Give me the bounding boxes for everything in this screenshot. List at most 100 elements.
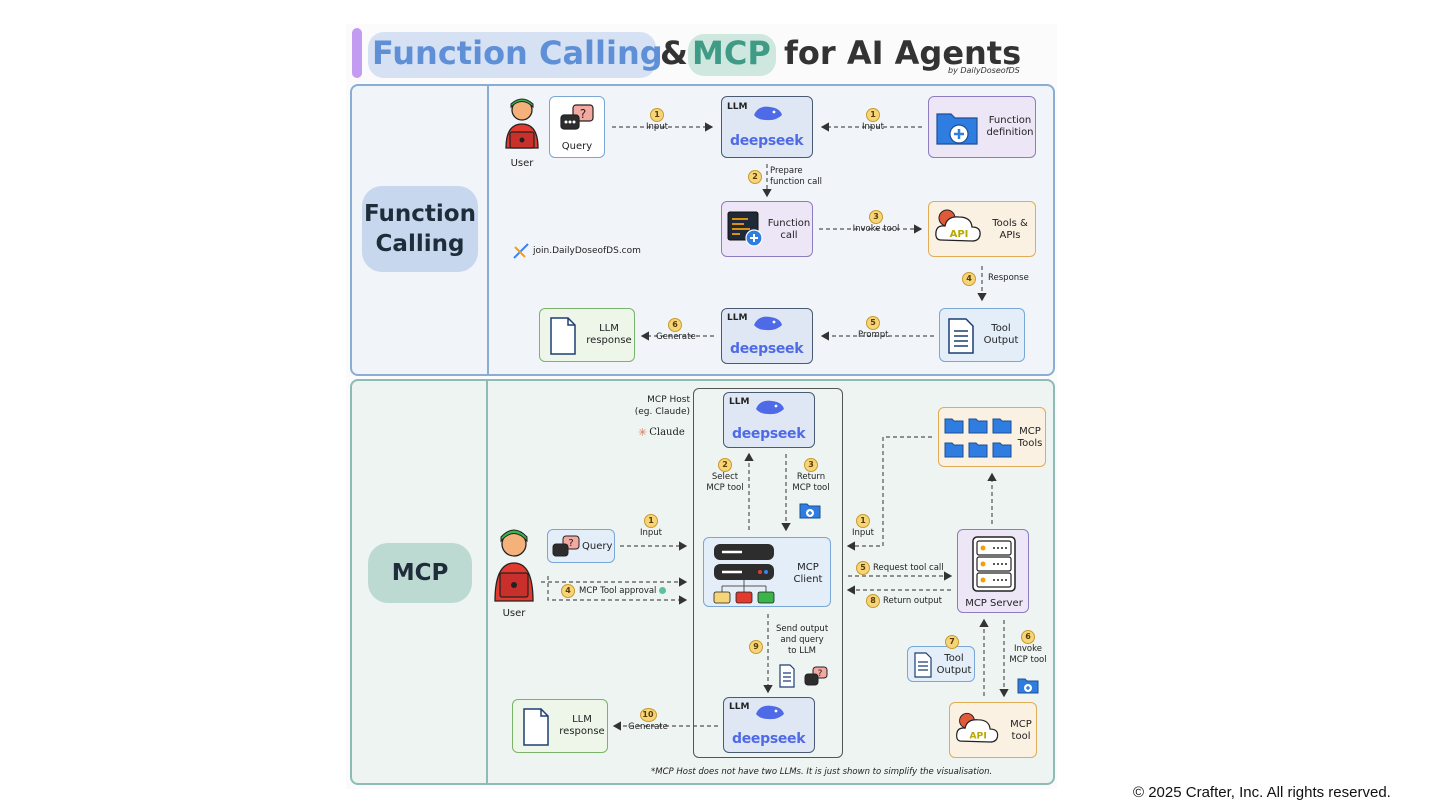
title-accent-bar [352,28,362,78]
ruler-pencil-icon [513,243,529,259]
mcp-client-box: MCP Client [703,537,831,607]
fc-user-label: User [510,158,534,169]
document-icon [914,652,932,678]
fc-watermark: join.DailyDoseofDS.com [512,242,641,260]
mcp-step3-label-1: Return [796,472,826,482]
fc-tool-output-box: Tool Output [939,308,1025,362]
document-icon [948,318,974,354]
title-highlight-2 [688,34,776,76]
fc-function-call-label: Function call [767,218,811,241]
mcp-llm-response-label: LLM response [559,714,605,737]
chat-question-icon: ? [552,535,580,557]
mcp-step5: 5 Request tool call [856,561,944,575]
title-ampersand: & [660,34,688,72]
fc-llm-bottom-tag: LLM [727,313,748,323]
mcp-llm-box-top: LLM deepseek [723,392,815,448]
mcp-step5-badge: 5 [856,561,870,575]
mcp-divider [486,381,488,783]
mcp-server-label: MCP Server [965,598,1023,609]
infographic: Function Calling & MCP for AI Agents by … [346,24,1057,789]
fc-step2-badge: 2 [748,170,762,184]
fc-step5-label: Prompt [858,330,889,340]
mcp-host-label-2: (eg. Claude) [634,407,690,417]
server-stack-icon [713,544,775,604]
fc-step1a-label: Input [645,122,668,132]
mcp-step3: 3 Return MCP tool [789,458,833,494]
mcp-step9: 9 [749,634,763,654]
mcp-llm-bottom-tag: LLM [729,702,750,712]
fc-query-label: Query [561,141,593,152]
fc-llm-bottom-brand: deepseek [730,341,804,357]
mcp-step10-badge: 10 [639,708,657,722]
fc-llm-response-label: LLM response [586,323,632,346]
server-rack-icon [972,536,1016,592]
mcp-tools-box: MCP Tools [938,407,1046,467]
mcp-user-label: User [502,608,526,619]
mcp-step1b-badge: 1 [856,514,870,528]
claude-brand: Claude [649,427,685,438]
title-highlight-1 [368,32,656,78]
mcp-step10-label: Generate [628,722,668,732]
fc-llm-top-tag: LLM [727,102,748,112]
mcp-tool-box: API MCP tool [949,702,1037,758]
mcp-step10: 10 Generate [628,708,668,733]
chat-question-icon: ? [560,104,594,130]
fc-step5: 5 Prompt [858,316,889,341]
byline: by DailyDoseofDS [948,66,1020,75]
fc-llm-top-brand: deepseek [730,133,804,149]
claude-logo: ✳ Claude [638,426,685,439]
mcp-step2: 2 Select MCP tool [702,458,748,494]
mcp-arrows [541,436,1009,731]
title-mcp: MCP [692,34,771,72]
fc-llm-box-top: LLM deepseek [721,96,813,158]
fc-step6-label: Generate [656,332,696,342]
mcp-llm-top-tag: LLM [729,397,750,407]
mcp-step9-text: Send output and query to LLM [776,624,828,657]
mcp-query-label: Query [582,541,613,552]
whale-icon [756,400,784,415]
fc-section-label-line2: Calling [375,231,465,257]
mcp-step9-badge: 9 [749,640,763,654]
copyright-notice: © 2025 Crafter, Inc. All rights reserved… [1133,784,1391,801]
mcp-step4-badge: 4 [561,584,575,598]
svg-text:?: ? [568,538,573,549]
mcp-host-label: MCP Host (eg. Claude) [626,394,690,418]
svg-text:API: API [950,229,969,240]
fc-step3: 3 Invoke tool [846,210,906,235]
mcp-step1a-badge: 1 [644,514,658,528]
fc-step1b: 1 Input [858,108,888,133]
title-rest: for AI Agents [784,34,1022,72]
fc-llm-box-bottom: LLM deepseek [721,308,813,364]
mcp-section-label: MCP [368,543,472,603]
mcp-step4-label: MCP Tool approval [579,585,657,596]
mcp-client-label: MCP Client [793,562,823,585]
folder-plus-icon [799,503,821,519]
chat-question-icon: ? [804,666,828,686]
fc-watermark-text: join.DailyDoseofDS.com [533,245,641,256]
fc-llm-response-box: LLM response [539,308,635,362]
whale-icon [756,705,784,720]
mcp-step1a: 1 Input [636,514,666,539]
approval-dot [659,587,666,594]
mcp-tool-label: MCP tool [1010,719,1032,742]
mcp-host-frame [693,388,843,758]
document-icon [779,664,795,688]
mcp-step2-label-2: MCP tool [706,483,744,493]
mcp-tools-label: MCP Tools [1017,426,1043,449]
fc-tools-apis-label: Tools & APIs [992,218,1028,241]
fc-step1a: 1 Input [642,108,672,133]
api-cloud-icon: API [956,712,999,743]
fc-step3-label: Invoke tool [852,224,900,234]
mcp-llm-bottom-brand: deepseek [732,731,806,747]
mcp-step6-label-1: Invoke [1014,644,1042,654]
mcp-step1a-label: Input [639,528,662,538]
mcp-server-box: MCP Server [957,529,1029,613]
mcp-step7: 7 [945,629,959,649]
mcp-host-label-1: MCP Host [647,395,690,405]
fc-step2-label-2: function call [770,177,823,187]
mcp-step9-label-2: and query [780,635,824,645]
api-cloud-icon: API [935,209,981,242]
title-function-calling: Function Calling [372,34,663,72]
fc-arrows [612,122,987,341]
mcp-llm-response-box: LLM response [512,699,608,753]
